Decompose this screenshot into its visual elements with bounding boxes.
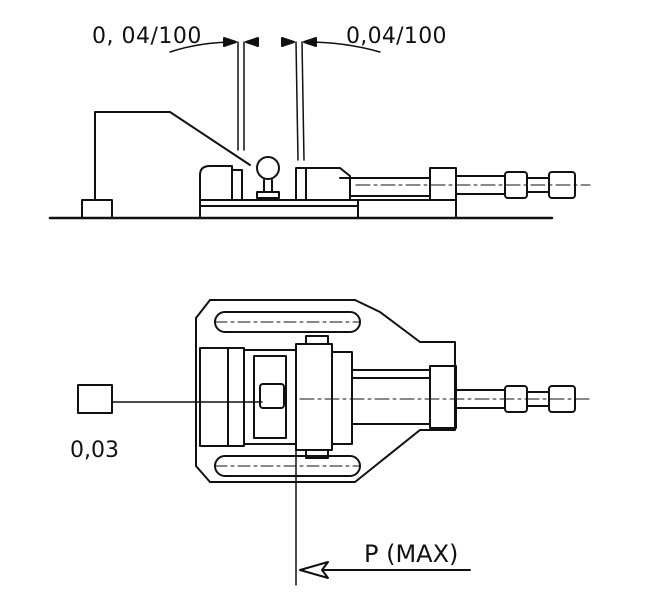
rear-base-side — [358, 200, 456, 218]
fixed-jaw-insert — [228, 348, 244, 446]
force-indicator — [300, 562, 470, 578]
workpiece — [254, 356, 286, 438]
top-view — [78, 300, 590, 585]
indicator-stand — [95, 112, 250, 200]
gauge-block-side — [82, 200, 112, 218]
moving-jaw-ear-top — [306, 336, 328, 344]
indicator-line-right-a — [296, 42, 298, 160]
tolerance-arrow-right — [282, 38, 294, 46]
fixed-jaw-top — [200, 348, 228, 446]
indicator-ball — [257, 157, 279, 179]
gauge-block-top — [78, 385, 112, 413]
vise-base-side — [200, 200, 358, 218]
flatness-label: 0,03 — [70, 438, 119, 463]
force-label: P (MAX) — [364, 540, 459, 568]
tolerance-label-right: 0,04/100 — [346, 24, 447, 49]
indicator-contact — [260, 384, 284, 408]
tolerance-label-left: 0, 04/100 — [92, 24, 202, 49]
tolerance-arrow-right-b — [304, 38, 316, 46]
tolerance-arrow-left — [224, 38, 236, 46]
side-view — [50, 38, 590, 218]
indicator-holder — [257, 180, 279, 198]
moving-jaw-side — [306, 168, 350, 200]
moving-jaw-ear-bottom — [306, 450, 328, 458]
moving-jaw-back — [332, 352, 352, 444]
moving-jaw-plate — [296, 168, 306, 200]
vise-body-top — [196, 300, 455, 482]
fixed-jaw-plate — [232, 170, 242, 200]
tolerance-arrow-left-b — [246, 38, 258, 46]
nut-block-side — [430, 168, 456, 200]
nut-block-top — [430, 366, 456, 428]
force-arrow-head — [300, 562, 328, 578]
fixed-jaw-side — [200, 166, 232, 200]
indicator-line-right-b — [302, 42, 304, 160]
workpiece-outer — [244, 350, 296, 444]
moving-jaw-top — [296, 344, 332, 450]
